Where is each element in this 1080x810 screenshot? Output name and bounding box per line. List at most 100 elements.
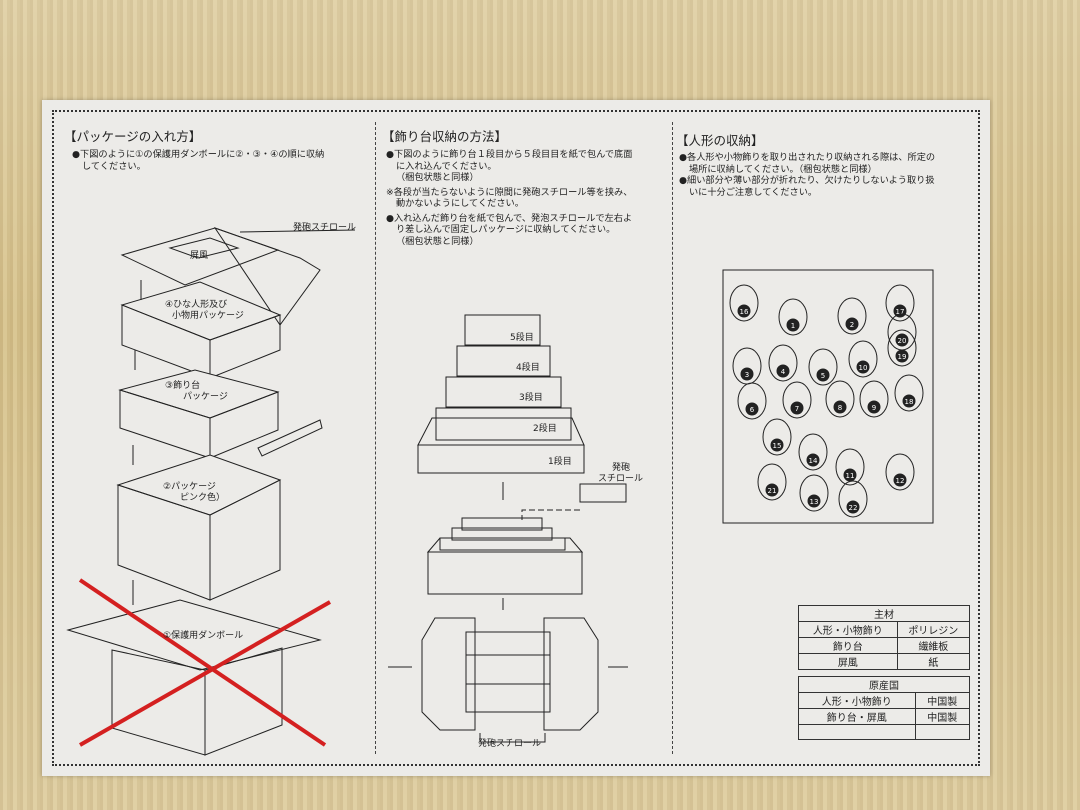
doll-number: 20 [898,337,907,345]
text-line: ●下図のように①の保護用ダンボールに②・③・④の順に収納 [72,149,325,160]
doll-number-marker [776,364,790,378]
dotted-border [52,110,980,766]
doll-silhouette [808,348,838,386]
doll-number-marker [867,400,881,414]
doll-silhouette [887,329,917,367]
doll-silhouette [737,382,767,420]
text-line: に入れ込んでください。 [396,160,497,172]
doll-silhouette [838,480,868,518]
tier-label: 1段目 [548,455,572,467]
doll-silhouette [825,380,855,418]
section-title-dolls: 【人形の収納】 [676,133,764,148]
text-line: ●入れ込んだ飾り台を紙で包んで、発泡スチロールで左右よ [386,212,633,224]
label: パッケージ [183,391,228,402]
table-row: 人形・小物飾り中国製 [798,692,971,709]
doll-number: 15 [773,442,782,450]
doll-number: 22 [849,504,858,512]
label: ③飾り台 [165,379,200,391]
instruction-sheet: 【パッケージの入れ方】 ●下図のように①の保護用ダンボールに②・③・④の順に収納… [42,100,990,776]
label: ②パッケージ [163,481,216,492]
label: 小物用パッケージ [172,309,244,321]
doll-silhouette [859,380,889,418]
cell: 紙 [896,653,971,670]
tier-label: 5段目 [510,331,534,343]
doll-number-marker [845,317,859,331]
doll-number-marker [745,402,759,416]
label: スチロール [598,473,643,484]
table-row [798,724,971,740]
doll-silhouette [729,284,759,322]
text-line: いに十分ご注意してください。 [689,186,818,198]
table-row: 飾り台繊維板 [798,637,971,654]
doll-tray [722,269,934,524]
doll-number-marker [816,368,830,382]
stand-instructions: ●下図のように飾り台１段目から５段目目を紙で包んで底面 に入れ込んでください。 … [386,149,632,247]
doll-number-marker [807,494,821,508]
doll-number: 2 [850,321,854,329]
doll-number-marker [833,400,847,414]
doll-number: 8 [838,404,842,412]
doll-silhouette [894,374,924,412]
doll-silhouette [782,381,812,419]
materials-table: 主材 人形・小物飾りポリレジン 飾り台繊維板 屏風紙 [798,605,971,670]
doll-number-marker [806,453,820,467]
doll-number: 7 [795,405,799,413]
column-divider [375,122,376,754]
doll-silhouette [885,453,915,491]
doll-number: 5 [821,372,825,380]
label: ④ひな人形及び [165,298,227,310]
table-row: 人形・小物飾りポリレジン [798,621,971,638]
doll-number-marker [786,318,800,332]
tier-label: 4段目 [516,361,540,373]
doll-number-marker [856,360,870,374]
doll-silhouette [885,284,915,322]
doll-number: 11 [846,472,855,480]
doll-number-marker [895,333,909,347]
doll-number: 10 [859,364,868,372]
doll-number-marker [902,394,916,408]
doll-number: 16 [740,308,749,316]
label: 屏風 [190,250,208,261]
doll-silhouette [798,433,828,471]
doll-number-marker [893,473,907,487]
label: ①保護用ダンボール [163,629,243,641]
doll-silhouette [848,340,878,378]
cell [914,724,971,740]
label: 発砲スチロール [293,221,356,233]
tier-label: 2段目 [533,422,557,434]
doll-number: 12 [896,477,905,485]
text-line: 場所に収納してください。（梱包状態と同様） [689,163,877,175]
doll-number: 13 [810,498,819,506]
text-line: 動かないようにしてください。 [396,198,524,209]
label: 発砲 [612,461,630,473]
doll-silhouette [768,344,798,382]
doll-silhouette [799,474,829,512]
doll-number-marker [895,349,909,363]
label: ピンク色） [180,491,225,503]
doll-silhouette [835,448,865,486]
doll-number-marker [790,401,804,415]
doll-number: 18 [905,398,914,406]
doll-instructions: ●各人形や小物飾りを取り出されたり収納される際は、所定の 場所に収納してください… [679,152,935,198]
text-line: してください。 [82,160,146,172]
package-instructions: ●下図のように①の保護用ダンボールに②・③・④の順に収納 してください。 [72,149,324,172]
section-title-package: 【パッケージの入れ方】 [64,129,202,144]
text-line: ●細い部分や薄い部分が折れたり、欠けたりしないよう取り扱 [679,175,935,186]
doll-number: 4 [781,368,786,376]
package-diagram [66,227,356,756]
text-line: （梱包状態と同様） [396,172,479,183]
table-row: 屏風紙 [798,653,971,670]
label: 発砲スチロール [478,737,541,749]
column-divider [672,122,673,754]
text-line: （梱包状態と同様） [396,235,479,247]
section-title-stand: 【飾り台収納の方法】 [382,129,508,144]
text-line: ※各段が当たらないように隙間に発砲スチロール等を挟み、 [386,186,633,198]
red-cross-mark [78,578,331,747]
doll-number-marker [737,304,751,318]
text-line: ●下図のように飾り台１段目から５段目目を紙で包んで底面 [386,149,633,160]
stand-diagram [388,314,628,743]
doll-number: 1 [791,322,795,330]
doll-silhouette [762,418,792,456]
